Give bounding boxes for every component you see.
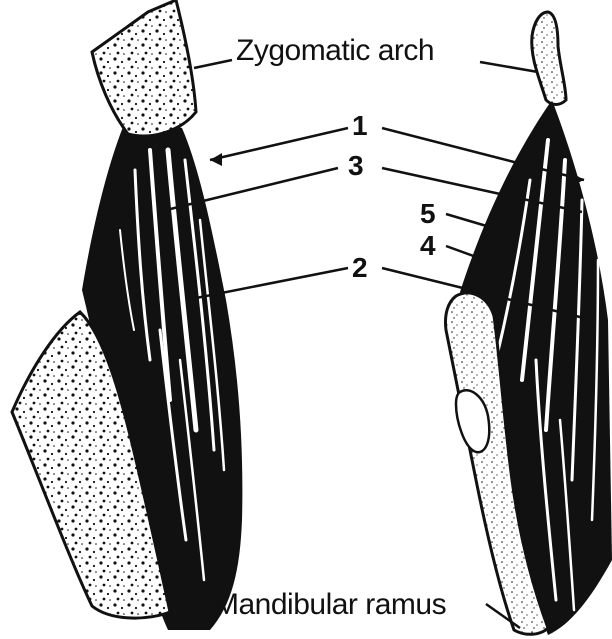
zygomatic-arch-label: Zygomatic arch [236, 36, 434, 66]
label-5: 5 [420, 200, 436, 228]
right-zygomatic-bone [532, 12, 566, 105]
right-deep-view [445, 12, 612, 635]
label-4: 4 [420, 232, 436, 260]
label-2: 2 [352, 254, 368, 282]
zygomatic-arch-leader [194, 60, 232, 68]
zygomatic-arch-leader-right [480, 62, 538, 72]
label-3: 3 [348, 152, 364, 180]
mandibular-ramus-label: Mandibular ramus [214, 590, 446, 620]
left-lateral-view [12, 0, 242, 630]
arrow-1-left [210, 128, 348, 160]
label-1: 1 [352, 112, 368, 140]
left-zygomatic-bone [92, 0, 196, 136]
